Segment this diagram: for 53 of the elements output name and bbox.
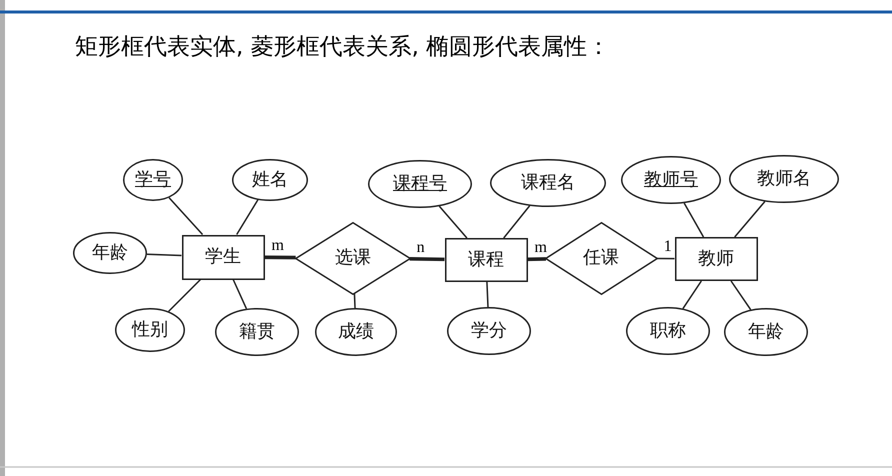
attribute-ellipse bbox=[621, 156, 721, 204]
connector-line bbox=[656, 258, 674, 260]
attribute-ellipse bbox=[447, 307, 531, 355]
attribute-name: 籍贯 bbox=[239, 323, 275, 341]
connector-line bbox=[168, 278, 202, 312]
attribute-name: 学分 bbox=[471, 322, 507, 340]
connector-line bbox=[486, 282, 489, 308]
attribute-name: 课程名 bbox=[521, 174, 575, 192]
attribute-ellipse bbox=[490, 159, 606, 207]
attribute-name: 年龄 bbox=[748, 323, 784, 341]
key-attribute-name: 课程号 bbox=[393, 175, 447, 193]
attribute-ellipse bbox=[232, 159, 308, 201]
connector-line bbox=[236, 200, 258, 235]
attribute-name: 性别 bbox=[132, 321, 168, 339]
entity-box bbox=[444, 238, 528, 282]
attribute-name: 教师名 bbox=[757, 170, 811, 188]
attribute-ellipse bbox=[626, 307, 710, 355]
entity-name: 教师 bbox=[698, 250, 734, 268]
double-connector-line bbox=[527, 257, 546, 262]
connector-line bbox=[438, 206, 468, 238]
title: 矩形框代表实体, 菱形框代表关系, 椭圆形代表属性： bbox=[75, 34, 610, 62]
connector-line bbox=[682, 280, 702, 309]
attribute-name: 成绩 bbox=[338, 323, 374, 341]
attribute-ellipse bbox=[315, 308, 397, 356]
entity-name: 课程 bbox=[468, 251, 504, 269]
entity-name: 学生 bbox=[205, 248, 241, 266]
connector-line bbox=[232, 279, 248, 310]
attribute-ellipse bbox=[368, 160, 472, 208]
connector-line bbox=[684, 202, 704, 238]
attribute-ellipse bbox=[215, 308, 299, 356]
attribute-name: 姓名 bbox=[252, 171, 288, 189]
attribute-ellipse bbox=[73, 232, 147, 274]
connector-line bbox=[734, 201, 766, 238]
key-attribute-name: 教师号 bbox=[644, 171, 698, 189]
connector-line bbox=[146, 254, 182, 256]
connector-line bbox=[730, 280, 752, 310]
key-attribute-name: 学号 bbox=[135, 171, 171, 189]
attribute-name: 年龄 bbox=[92, 244, 128, 262]
attribute-ellipse bbox=[115, 308, 185, 352]
connector-line bbox=[168, 197, 204, 235]
entity-box bbox=[182, 234, 264, 280]
attribute-ellipse bbox=[724, 308, 808, 356]
relationship-name: 任课 bbox=[583, 249, 619, 267]
attribute-ellipse bbox=[123, 159, 183, 201]
connector-line bbox=[354, 294, 356, 308]
double-connector-line bbox=[410, 257, 445, 262]
relationship-name: 选课 bbox=[335, 249, 371, 267]
relationship-diamond bbox=[295, 222, 411, 294]
entity-box bbox=[674, 237, 758, 281]
double-connector-line bbox=[264, 256, 296, 260]
attribute-ellipse bbox=[729, 155, 839, 203]
connector-line bbox=[503, 205, 530, 238]
attribute-name: 职称 bbox=[650, 322, 686, 340]
